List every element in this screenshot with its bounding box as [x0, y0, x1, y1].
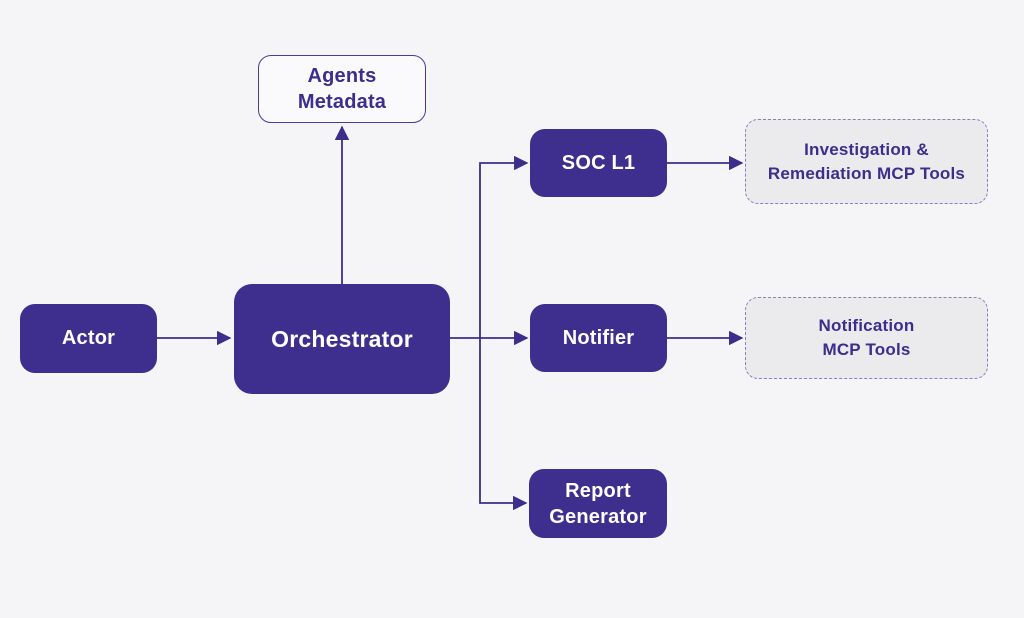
node-soc-l1: SOC L1 — [530, 129, 667, 197]
edge-orchestrator-soc-l1 — [479, 155, 529, 338]
node-actor: Actor — [20, 304, 157, 373]
node-agents-metadata: Agents Metadata — [258, 55, 426, 123]
node-notification-mcp-tools: Notification MCP Tools — [745, 297, 988, 379]
node-orchestrator: Orchestrator — [234, 284, 450, 394]
node-notifier: Notifier — [530, 304, 667, 372]
node-report-generator: Report Generator — [529, 469, 667, 538]
edge-orchestrator-report — [479, 338, 528, 511]
node-investigation-remediation-mcp-tools: Investigation & Remediation MCP Tools — [745, 119, 988, 204]
